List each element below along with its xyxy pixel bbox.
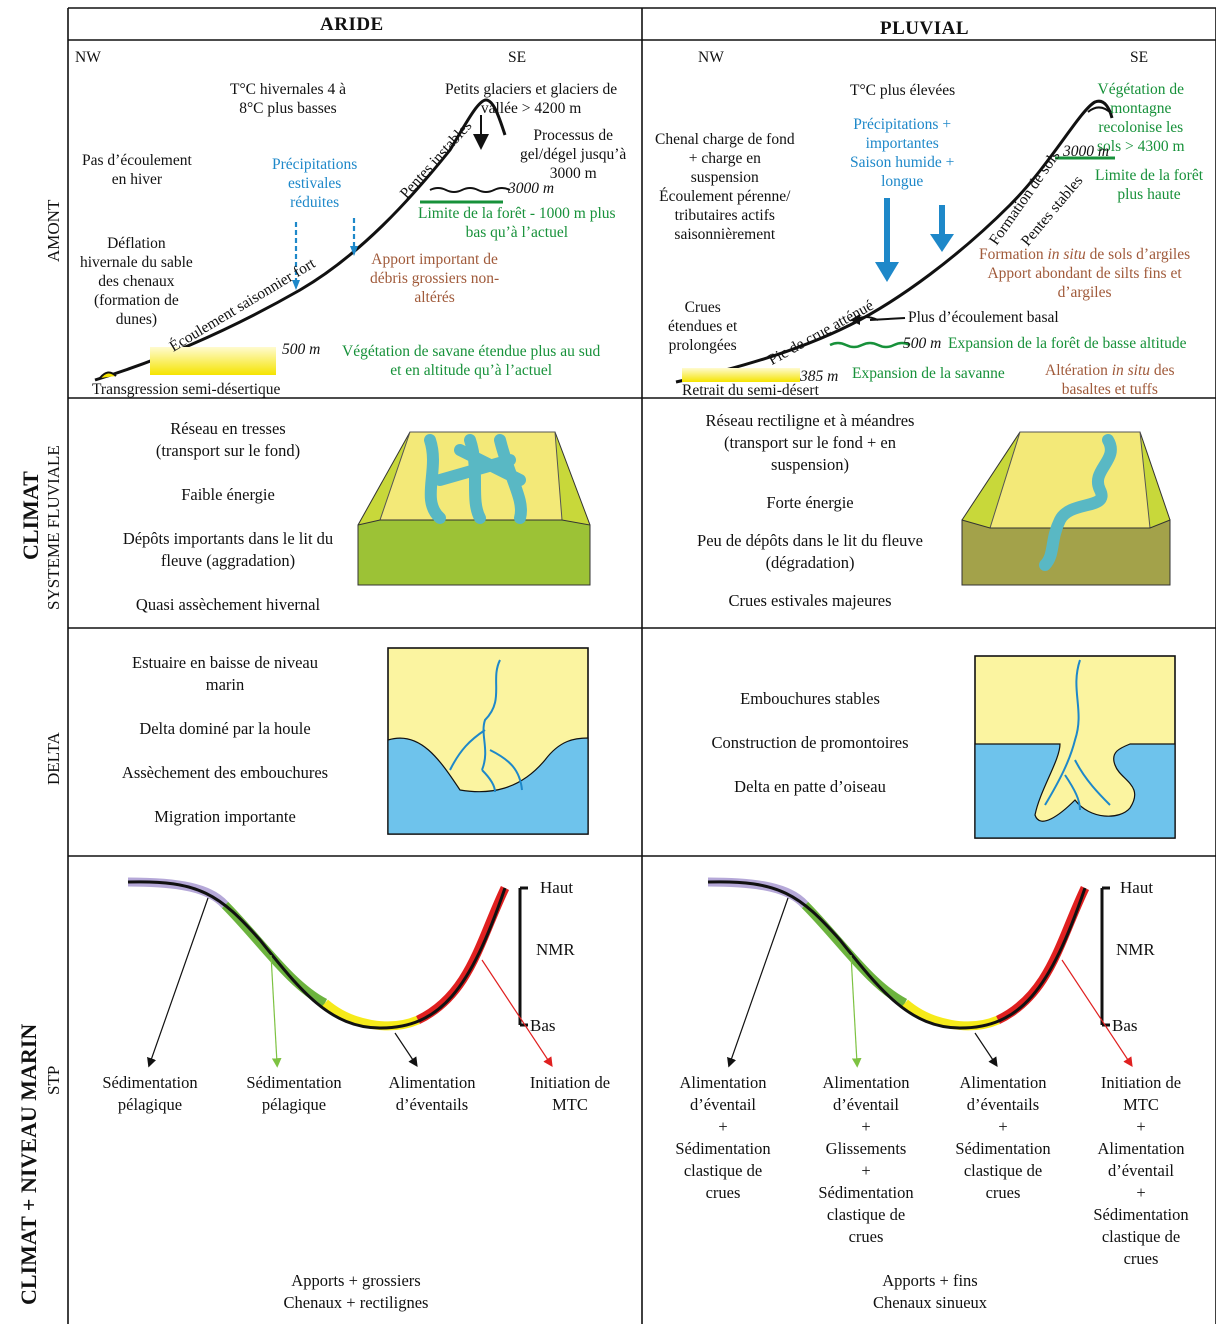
side-label-amont: AMONT (44, 199, 63, 262)
altitude-500-aride: 500 m (282, 341, 321, 358)
ecoulement-basal-label: Plus d’écoulement basal (908, 309, 1059, 326)
mountain-profile-pluvial (675, 99, 1115, 384)
altitude-3000-aride: 3000 m (508, 180, 555, 197)
side-label-climat-niveau: CLIMAT + NIVEAU MARIN (16, 1023, 41, 1305)
altitude-3000-pluvial: 3000 m (1063, 143, 1110, 160)
side-label-climat: CLIMAT (18, 471, 43, 560)
temperature-note-pluvial: T°C plus élevées (850, 82, 956, 99)
gel-line (429, 187, 511, 193)
stp-profile-aride (127, 877, 553, 1068)
fluvial-pluvial-text: Réseau rectiligne et à méandres(transpor… (697, 411, 923, 610)
stp-haut-aride: Haut (540, 878, 574, 897)
altitude-500-pluvial: 500 m (903, 335, 942, 352)
label-se: SE (508, 49, 527, 66)
altitude-385-pluvial: 385 m (800, 368, 839, 385)
stp-bas-aride: Bas (530, 1016, 556, 1035)
column-header-aride: ARIDE (320, 14, 384, 35)
sand-pluvial (682, 368, 800, 382)
mountain-profile-aride (94, 98, 511, 382)
meandering-river-block (961, 431, 1171, 586)
savane-note: Végétation de savane étendue plus au sud… (342, 343, 601, 379)
side-label-stp: STP (44, 1065, 63, 1095)
braided-river-block (357, 431, 591, 586)
sand-aride (150, 347, 276, 375)
alteration-note: Altération in situ des basaltes et tuffs (1045, 362, 1175, 398)
side-label-systeme: SYSTEME FLUVIALE (44, 445, 63, 610)
stp-nmr-aride: NMR (536, 940, 575, 959)
stp-profile-pluvial (707, 877, 1133, 1068)
formation-in-situ-note: Formation in situ de sols d’argiles Appo… (979, 246, 1191, 301)
stp-haut-pluvial: Haut (1120, 878, 1154, 897)
delta-aride-diagram (387, 647, 589, 835)
fluvial-aride-text: Réseau en tresses(transport sur le fond)… (122, 419, 334, 614)
label-nw-pluvial: NW (698, 49, 724, 66)
delta-pluvial-diagram (974, 655, 1176, 839)
retrait-semi-desert-label: Retrait du semi-désert (682, 382, 819, 399)
label-se-pluvial: SE (1130, 49, 1149, 66)
foret-basse-altitude-label: Expansion de la forêt de basse altitude (948, 335, 1187, 352)
stp-bas-pluvial: Bas (1112, 1016, 1138, 1035)
column-header-pluvial: PLUVIAL (880, 18, 970, 39)
stp-nmr-pluvial: NMR (1116, 940, 1155, 959)
side-label-delta: DELTA (44, 732, 63, 785)
label-nw: NW (75, 49, 101, 66)
delta-pluvial-text: Embouchures stables Construction de prom… (711, 689, 909, 796)
transgression-label: Transgression semi-désertique (92, 381, 281, 398)
expansion-savanne-label: Expansion de la savanne (852, 365, 1005, 382)
table-grid (67, 7, 1216, 1324)
